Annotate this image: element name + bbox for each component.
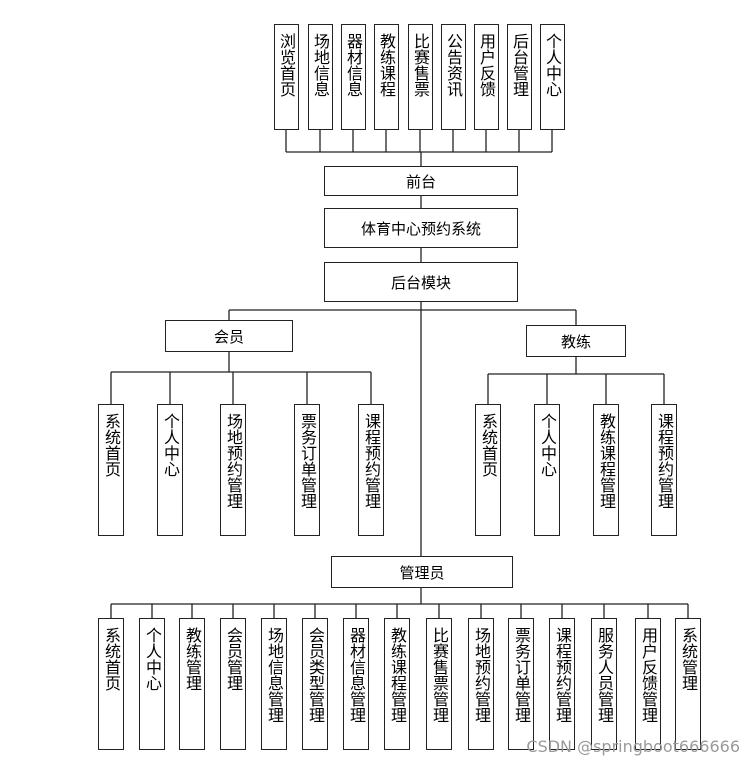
admin-item-5-label: 场地信息管理 [265,627,284,723]
admin-item-1: 系统首页 [98,618,124,750]
system-label: 体育中心预约系统 [360,219,481,238]
admin-item-1-label: 系统首页 [102,627,121,691]
member-item-2-label: 个人中心 [161,413,180,477]
admin-item-2-label: 个人中心 [143,627,162,691]
coach-item-4: 课程预约管理 [651,404,677,536]
admin-item-9-label: 比赛售票管理 [430,627,449,723]
front-module-5-label: 比赛售票 [411,33,430,97]
member-item-4-label: 票务订单管理 [298,413,317,509]
backend-label: 后台模块 [390,273,451,292]
coach-item-1: 系统首页 [475,404,501,536]
admin-item-12-label: 课程预约管理 [553,627,572,723]
front-module-6: 公告资讯 [440,24,466,130]
admin-item-4: 会员管理 [220,618,246,750]
front-box: 前台 [324,166,518,196]
admin-item-3-label: 教练管理 [183,627,202,691]
coach-item-4-label: 课程预约管理 [655,413,674,509]
admin-item-6-label: 会员类型管理 [306,627,325,723]
member-item-1: 系统首页 [98,404,124,536]
admin-item-4-label: 会员管理 [224,627,243,691]
member-item-1-label: 系统首页 [102,413,121,477]
front-module-6-label: 公告资讯 [444,33,463,97]
admin-item-11-label: 票务订单管理 [512,627,531,723]
front-module-9: 个人中心 [539,24,565,130]
front-module-2: 场地信息 [307,24,333,130]
front-module-4: 教练课程 [373,24,399,130]
coach-item-3: 教练课程管理 [593,404,619,536]
member-label: 会员 [213,327,244,346]
admin-item-8: 教练课程管理 [384,618,410,750]
front-label: 前台 [405,172,436,191]
member-item-3: 场地预约管理 [220,404,246,536]
admin-item-8-label: 教练课程管理 [388,627,407,723]
admin-item-13: 服务人员管理 [591,618,617,750]
front-module-5: 比赛售票 [407,24,433,130]
front-module-3-label: 器材信息 [344,33,363,97]
admin-item-11: 票务订单管理 [508,618,534,750]
member-box: 会员 [165,320,293,352]
front-module-1-label: 浏览首页 [277,33,296,97]
backend-box: 后台模块 [324,262,518,302]
coach-item-1-label: 系统首页 [479,413,498,477]
system-box: 体育中心预约系统 [324,208,518,248]
front-module-7: 用户反馈 [473,24,499,130]
admin-item-5: 场地信息管理 [261,618,287,750]
admin-item-14: 用户反馈管理 [635,618,661,750]
member-item-3-label: 场地预约管理 [224,413,243,509]
admin-item-6: 会员类型管理 [302,618,328,750]
admin-item-9: 比赛售票管理 [426,618,452,750]
admin-item-14-label: 用户反馈管理 [639,627,658,723]
admin-item-2: 个人中心 [139,618,165,750]
member-item-5-label: 课程预约管理 [362,413,381,509]
front-module-8: 后台管理 [506,24,532,130]
admin-item-3: 教练管理 [179,618,205,750]
coach-box: 教练 [526,325,626,357]
front-module-9-label: 个人中心 [543,33,562,97]
coach-item-3-label: 教练课程管理 [597,413,616,509]
member-item-2: 个人中心 [157,404,183,536]
front-module-7-label: 用户反馈 [477,33,496,97]
admin-item-7: 器材信息管理 [343,618,369,750]
admin-item-10-label: 场地预约管理 [472,627,491,723]
admin-item-15: 系统管理 [675,618,701,750]
member-item-4: 票务订单管理 [294,404,320,536]
front-module-4-label: 教练课程 [377,33,396,97]
watermark: CSDN @springboot666666 [526,737,740,756]
admin-item-10: 场地预约管理 [468,618,494,750]
admin-label: 管理员 [399,563,445,582]
admin-box: 管理员 [331,556,513,588]
admin-item-13-label: 服务人员管理 [595,627,614,723]
front-module-8-label: 后台管理 [510,33,529,97]
admin-item-7-label: 器材信息管理 [347,627,366,723]
admin-item-15-label: 系统管理 [679,627,698,691]
front-module-2-label: 场地信息 [311,33,330,97]
coach-item-2: 个人中心 [534,404,560,536]
coach-label: 教练 [560,332,591,351]
coach-item-2-label: 个人中心 [538,413,557,477]
member-item-5: 课程预约管理 [358,404,384,536]
front-module-3: 器材信息 [340,24,366,130]
admin-item-12: 课程预约管理 [549,618,575,750]
front-module-1: 浏览首页 [273,24,299,130]
